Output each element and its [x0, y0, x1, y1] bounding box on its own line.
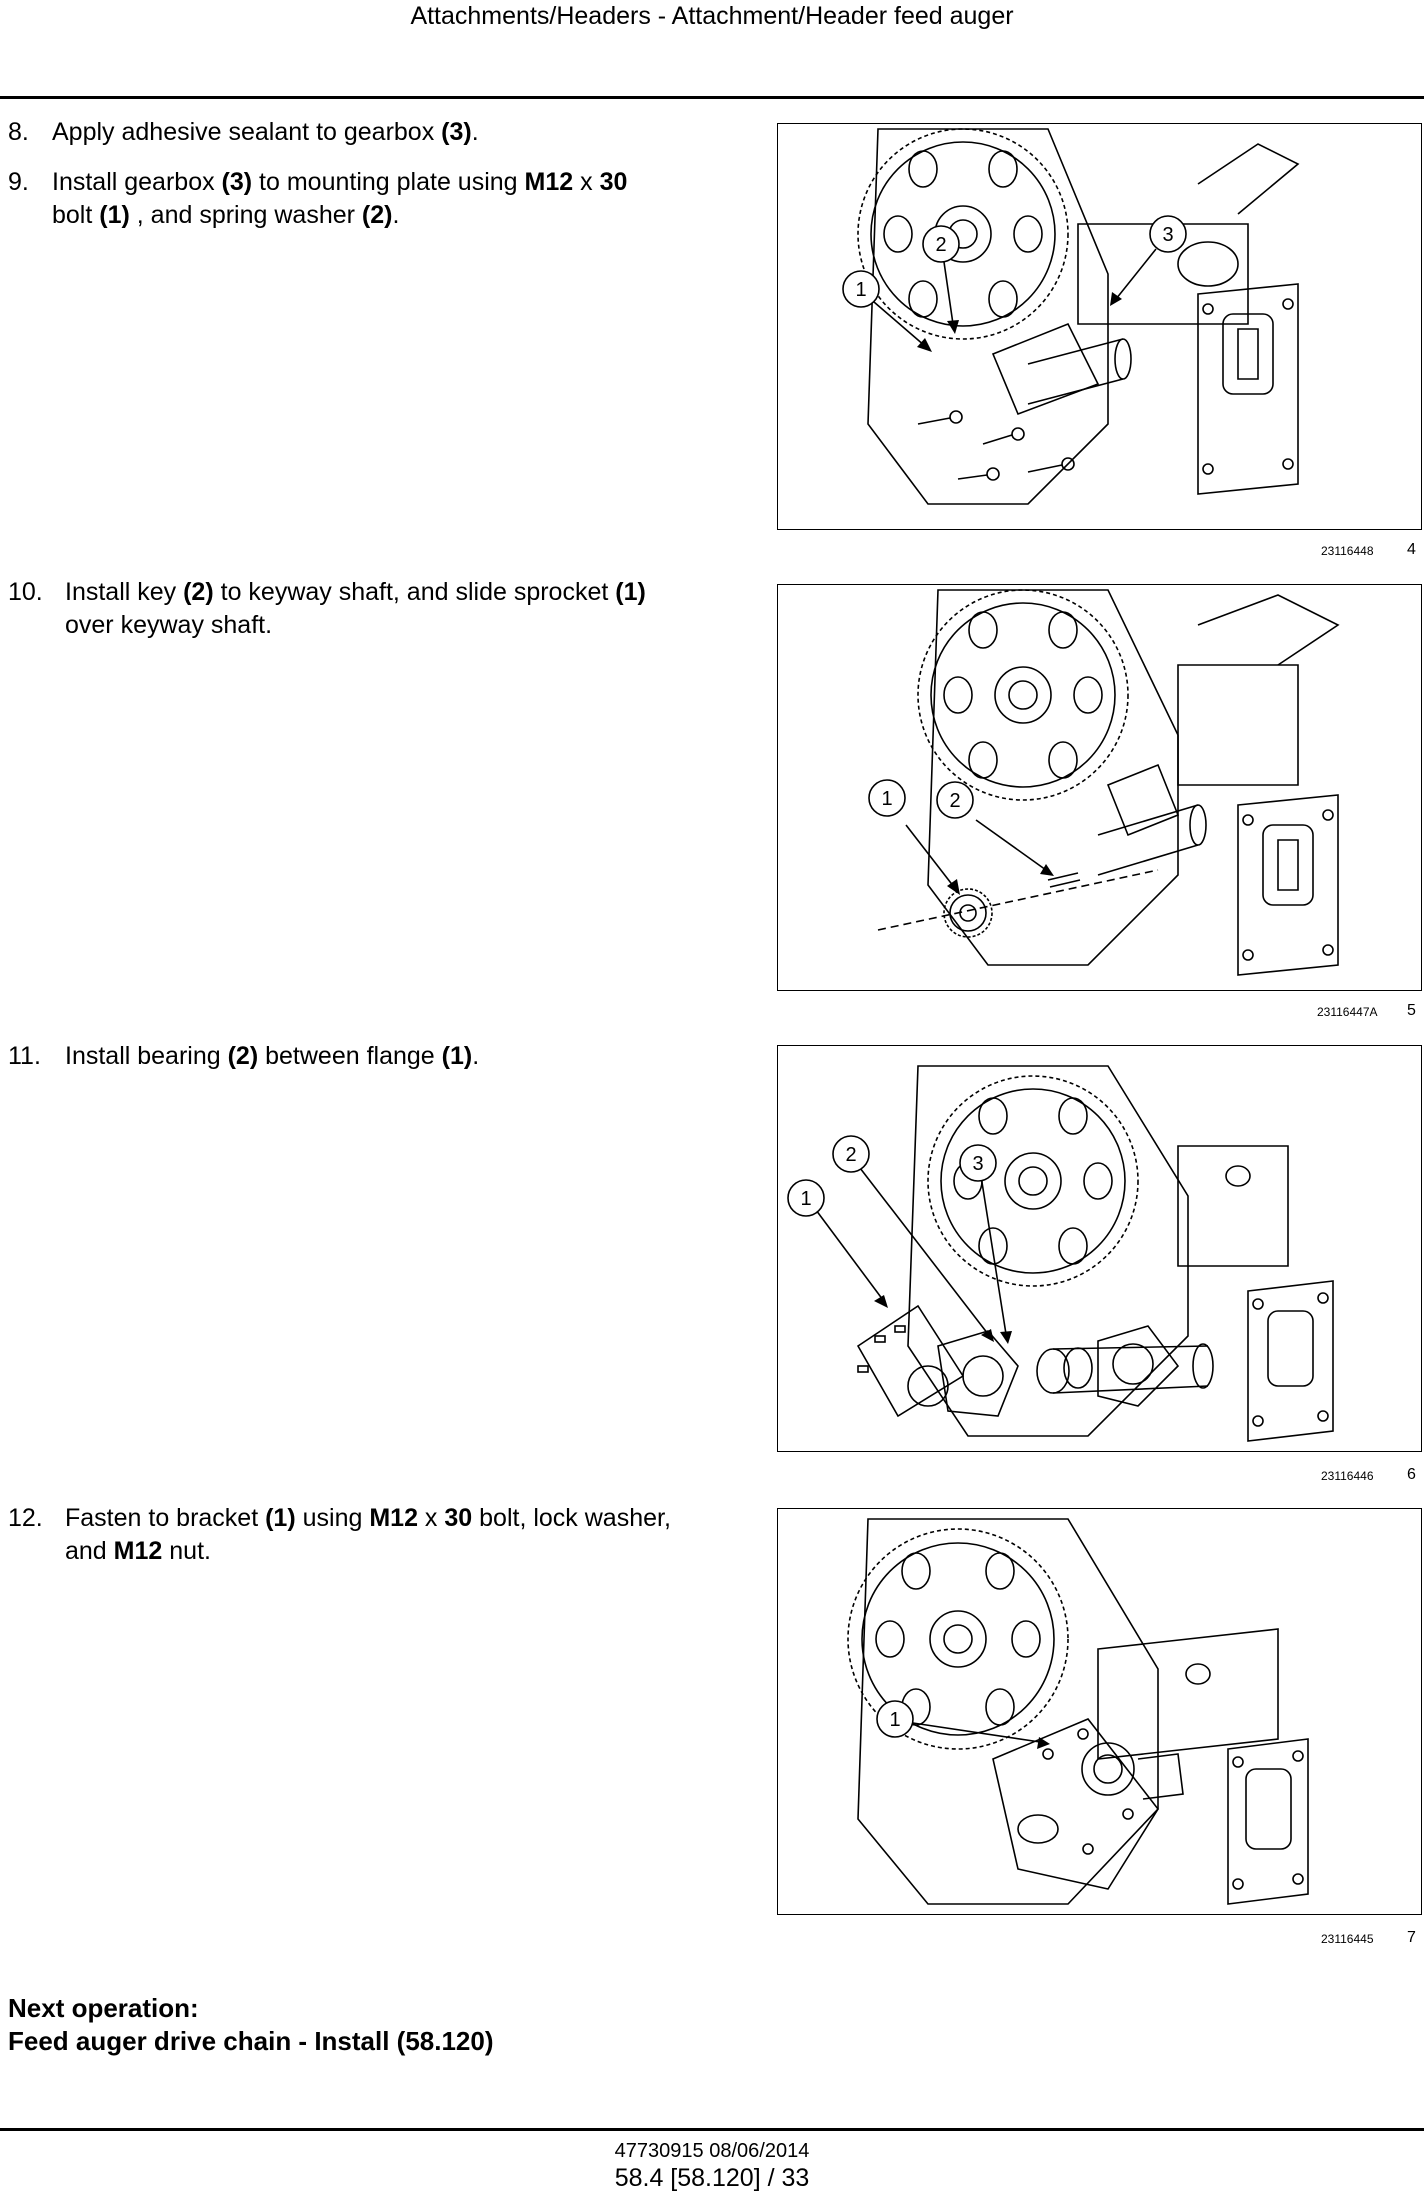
footer-rule: [0, 2128, 1424, 2131]
step-number: 8.: [8, 118, 29, 146]
step-run: nut.: [162, 1537, 211, 1565]
figure-gearbox-install: 1 2 3: [777, 123, 1422, 530]
step-run: to mounting plate using: [252, 168, 525, 196]
step-ref-bold: (3): [221, 168, 253, 196]
figure-id: 23116447A: [1317, 1005, 1378, 1019]
step-ref-bold: (2): [183, 578, 214, 606]
step-ref-bold: (1): [265, 1504, 296, 1532]
bearing-install-illustration: 1 2 3: [787, 1065, 1334, 1442]
step-run: x: [573, 168, 600, 196]
step-number: 9.: [8, 168, 29, 196]
step-ref-bold: (3): [441, 118, 472, 146]
step-ref-bold: M12: [524, 168, 574, 196]
callout-label: 2: [935, 234, 946, 256]
step-run: Fasten to bracket: [65, 1504, 266, 1532]
step-run: Install bearing: [65, 1042, 228, 1070]
step-8: 8. Apply adhesive sealant to gearbox (3).: [8, 116, 479, 149]
step-run: x: [417, 1504, 445, 1532]
step-ref-bold: (1): [99, 201, 130, 229]
step-run: and: [65, 1537, 114, 1565]
bracket-fasten-illustration: 1: [847, 1518, 1309, 1905]
callout-label: 1: [800, 1188, 811, 1210]
callout-label: 1: [855, 279, 866, 301]
header-rule: [0, 96, 1424, 99]
figure-number: 7: [1407, 1929, 1416, 1946]
next-operation-label: Next operation:: [8, 1993, 199, 2023]
figure-id: 23116446: [1321, 1469, 1374, 1483]
figure-id: 23116445: [1321, 1932, 1374, 1946]
step-12: 12. Fasten to bracket (1) using M12 x 30 …: [8, 1502, 671, 1568]
step-text: Install key (2) to keyway shaft, and sli…: [65, 576, 646, 642]
step-ref-bold: M12: [113, 1537, 163, 1565]
step-run: .: [392, 201, 400, 229]
step-number: 10.: [8, 578, 43, 606]
figure-bracket-fasten: 1: [777, 1508, 1422, 1915]
step-ref-bold: (1): [615, 578, 646, 606]
step-ref-bold: (1): [441, 1042, 473, 1070]
figure-number: 4: [1407, 541, 1416, 558]
step-run: , and spring washer: [129, 201, 362, 229]
figure-number: 5: [1407, 1002, 1416, 1019]
step-number: 12.: [8, 1504, 43, 1532]
callout-label: 3: [1162, 224, 1173, 246]
step-run: using: [295, 1504, 370, 1532]
callout-label: 3: [972, 1153, 983, 1175]
footer-page-ref: 58.4 [58.120] / 33: [614, 2164, 810, 2192]
figure-bearing-install: 1 2 3: [777, 1045, 1422, 1452]
figure-sprocket-install: 1 2: [777, 584, 1422, 991]
step-ref-bold: M12: [369, 1504, 418, 1532]
next-operation-link[interactable]: Feed auger drive chain - Install (58.120…: [8, 2026, 494, 2056]
step-run: bolt: [52, 201, 100, 229]
step-9: 9. Install gearbox (3) to mounting plate …: [8, 166, 627, 232]
step-10: 10. Install key (2) to keyway shaft, and …: [8, 576, 646, 642]
step-run: Install gearbox: [52, 168, 222, 196]
step-run: between flange: [258, 1042, 442, 1070]
page-header: Attachments/Headers - Attachment/Header …: [410, 2, 1014, 30]
step-ref-bold: 30: [599, 168, 628, 196]
step-run: Install key: [65, 578, 184, 606]
figure-number: 6: [1407, 1466, 1416, 1483]
step-run: over keyway shaft.: [65, 611, 273, 639]
step-run: to keyway shaft, and slide sprocket: [213, 578, 616, 606]
step-text: Fasten to bracket (1) using M12 x 30 bol…: [65, 1502, 671, 1568]
callout-label: 2: [845, 1144, 856, 1166]
figure-id: 23116448: [1321, 544, 1374, 558]
step-run: .: [471, 118, 479, 146]
sprocket-install-illustration: 1 2: [868, 589, 1340, 976]
step-text: Install bearing (2) between flange (1).: [65, 1040, 479, 1073]
callout-label: 1: [881, 788, 892, 810]
step-run: Apply adhesive sealant to gearbox: [52, 118, 442, 146]
step-number: 11.: [8, 1042, 41, 1070]
step-ref-bold: (2): [227, 1042, 259, 1070]
step-ref-bold: 30: [444, 1504, 473, 1532]
step-text: Install gearbox (3) to mounting plate us…: [52, 166, 627, 232]
step-run: bolt, lock washer,: [472, 1504, 671, 1532]
callout-label: 2: [949, 790, 960, 812]
callout-label: 1: [889, 1709, 900, 1731]
footer-doc-ref: 47730915 08/06/2014: [614, 2140, 810, 2162]
step-11: 11. Install bearing (2) between flange (1…: [8, 1040, 479, 1073]
step-ref-bold: (2): [361, 201, 393, 229]
step-run: .: [472, 1042, 480, 1070]
gearbox-install-illustration: 1 2 3: [842, 128, 1300, 505]
step-text: Apply adhesive sealant to gearbox (3).: [52, 116, 479, 149]
